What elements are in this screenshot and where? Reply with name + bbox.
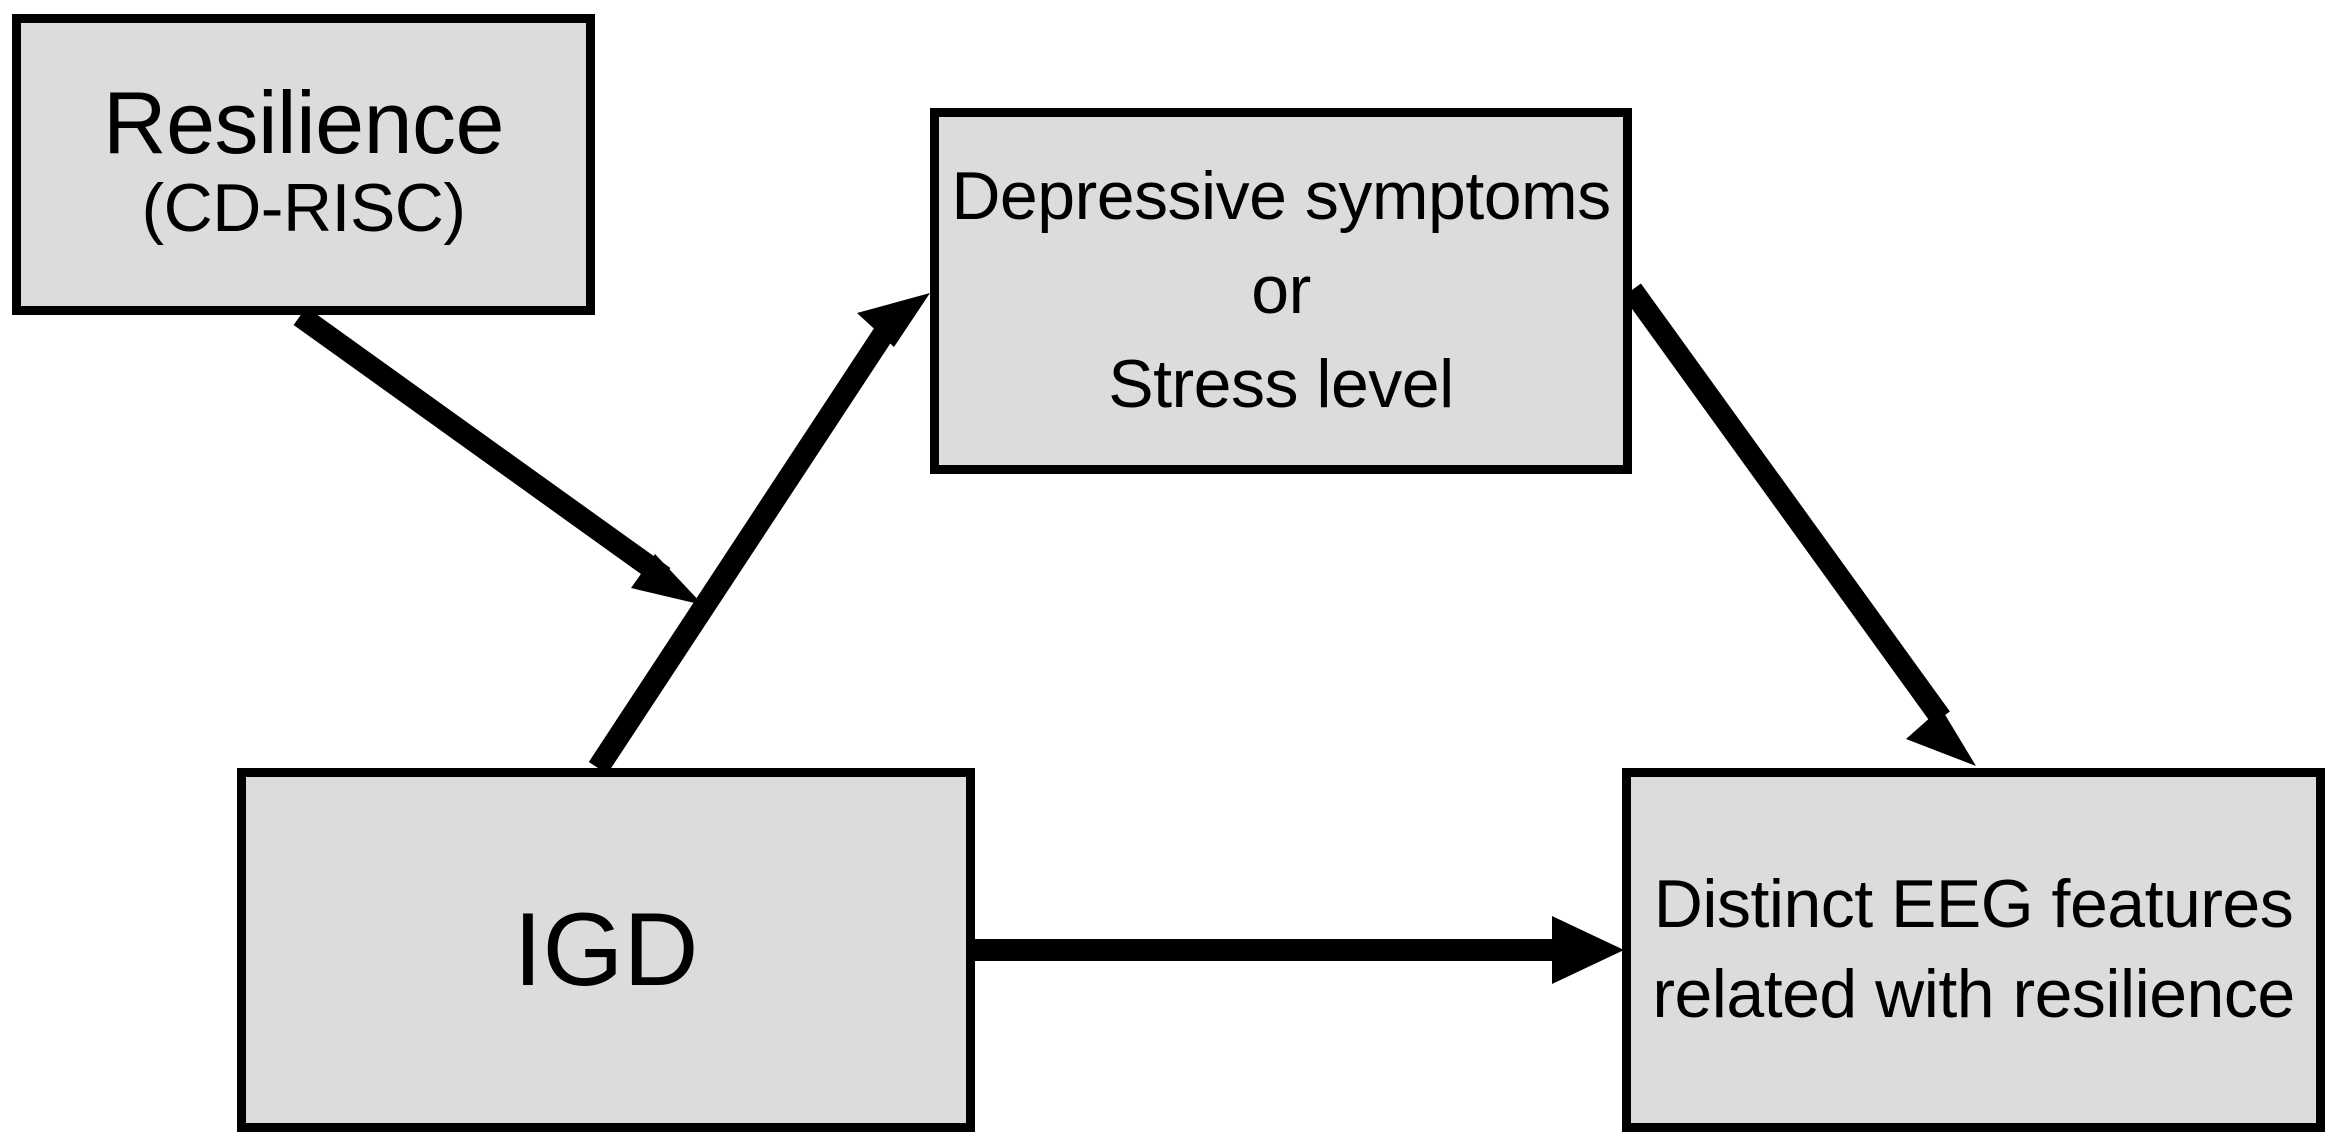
arrow-depressive-to-eeg — [1623, 283, 1976, 766]
node-eeg-line-1: Distinct EEG features — [1653, 866, 2294, 943]
node-depressive-symptoms[interactable]: Depressive symptoms or Stress level — [930, 108, 1632, 474]
node-depressive-line-1: Depressive symptoms — [951, 158, 1611, 235]
node-igd-label: IGD — [513, 892, 699, 1008]
arrow-resilience-to-igd-path — [293, 307, 703, 605]
arrow-igd-to-depressive — [588, 293, 930, 775]
node-resilience-subtitle: (CD-RISC) — [141, 170, 466, 247]
node-depressive-line-2: or — [1251, 252, 1311, 329]
node-depressive-line-3: Stress level — [1108, 345, 1454, 422]
node-resilience-title: Resilience — [103, 73, 504, 173]
node-eeg-line-2: related with resilience — [1652, 956, 2295, 1032]
node-igd[interactable]: IGD — [237, 768, 975, 1132]
arrow-igd-to-eeg — [975, 916, 1624, 984]
node-resilience[interactable]: Resilience (CD-RISC) — [12, 14, 595, 315]
node-distinct-eeg-features[interactable]: Distinct EEG features related with resil… — [1622, 768, 2325, 1132]
